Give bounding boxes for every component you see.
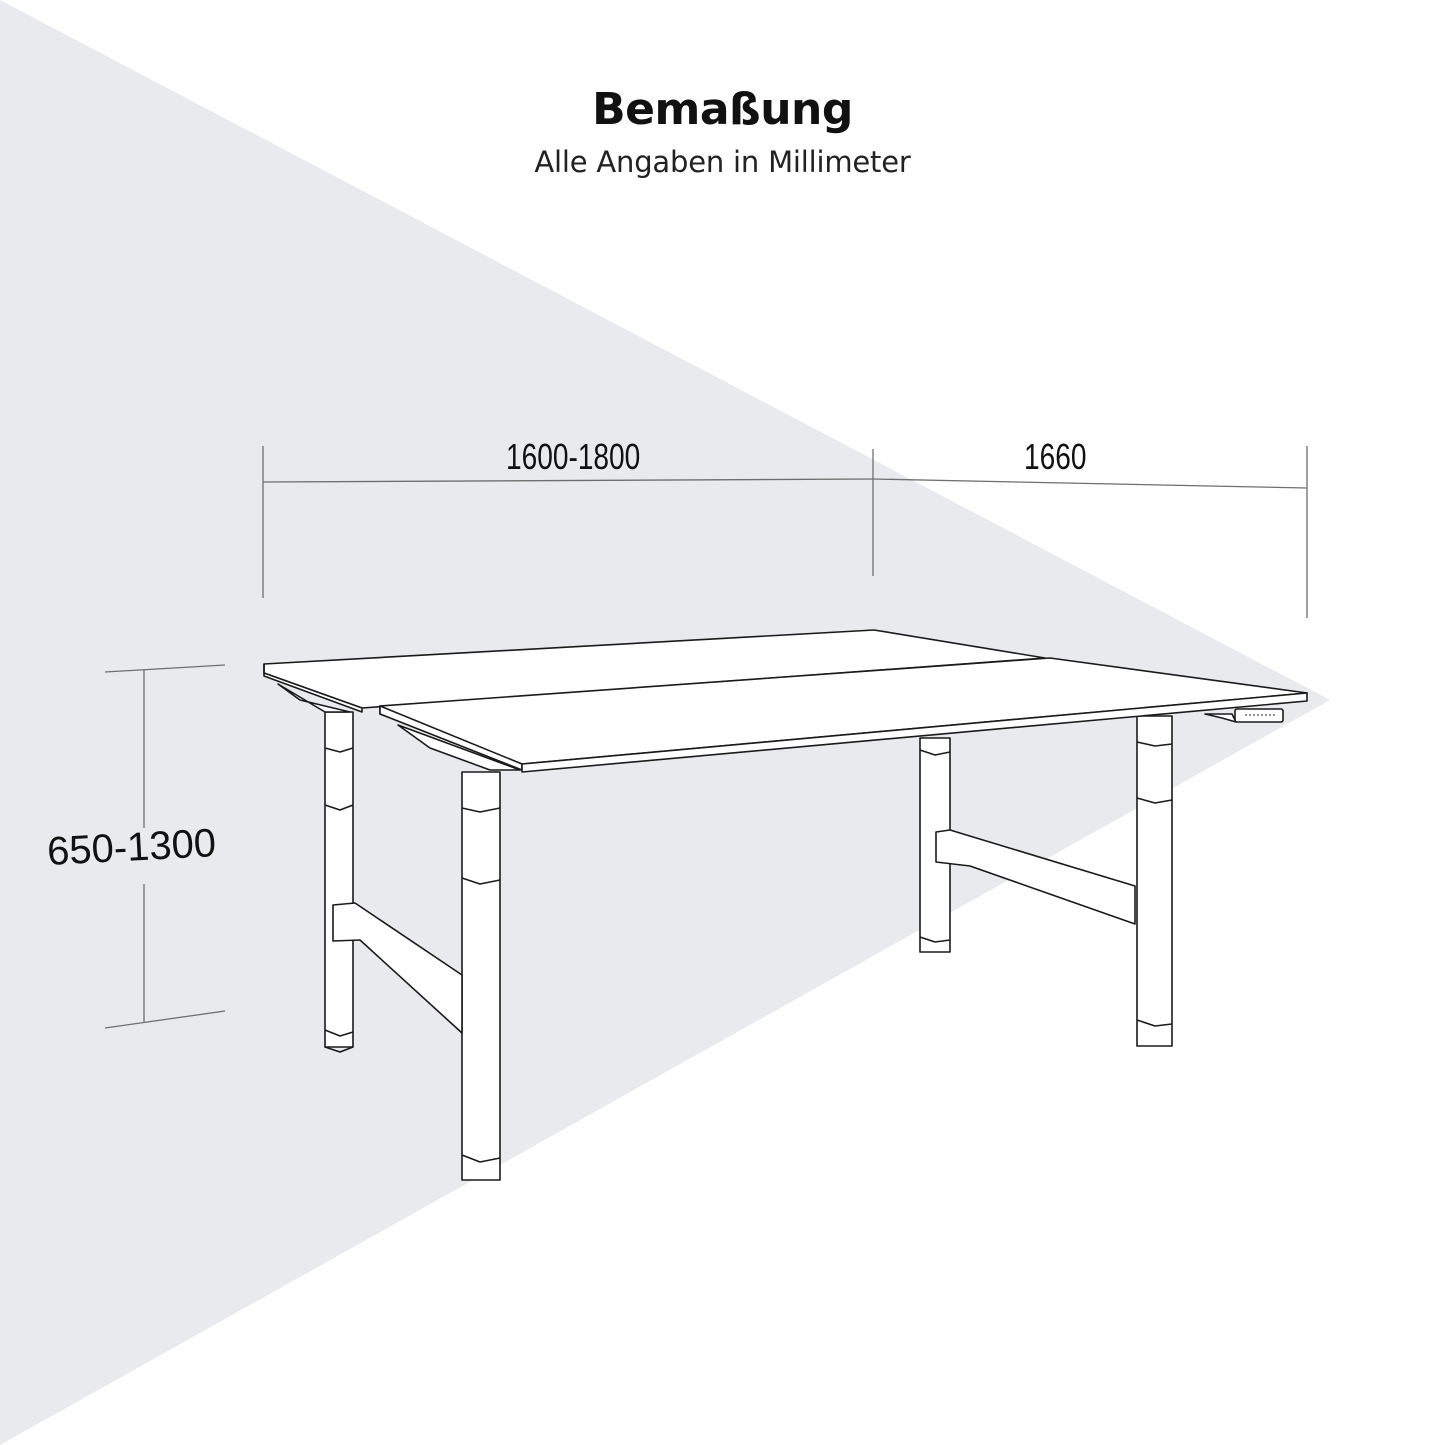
width-dimension-label: 1600-1800 — [506, 436, 641, 477]
leg-back-left — [324, 711, 354, 1053]
header: Bemaßung Alle Angaben in Millimeter — [0, 80, 1445, 182]
page-subtitle: Alle Angaben in Millimeter — [534, 145, 911, 179]
crossbar-right — [935, 829, 1136, 925]
leg-front-right — [1136, 715, 1173, 1047]
desktop-front — [379, 657, 1308, 773]
height-dimension-label: 650-1300 — [46, 821, 218, 874]
leg-front-left — [461, 771, 501, 1181]
dimension-lines — [104, 446, 1308, 1029]
page-title: Bemaßung — [592, 84, 853, 135]
crossbar-left — [332, 902, 463, 1034]
handset-control-icon — [1204, 708, 1284, 723]
depth-dimension-label: 1660 — [1024, 436, 1087, 477]
desk-outline — [263, 629, 1308, 1181]
